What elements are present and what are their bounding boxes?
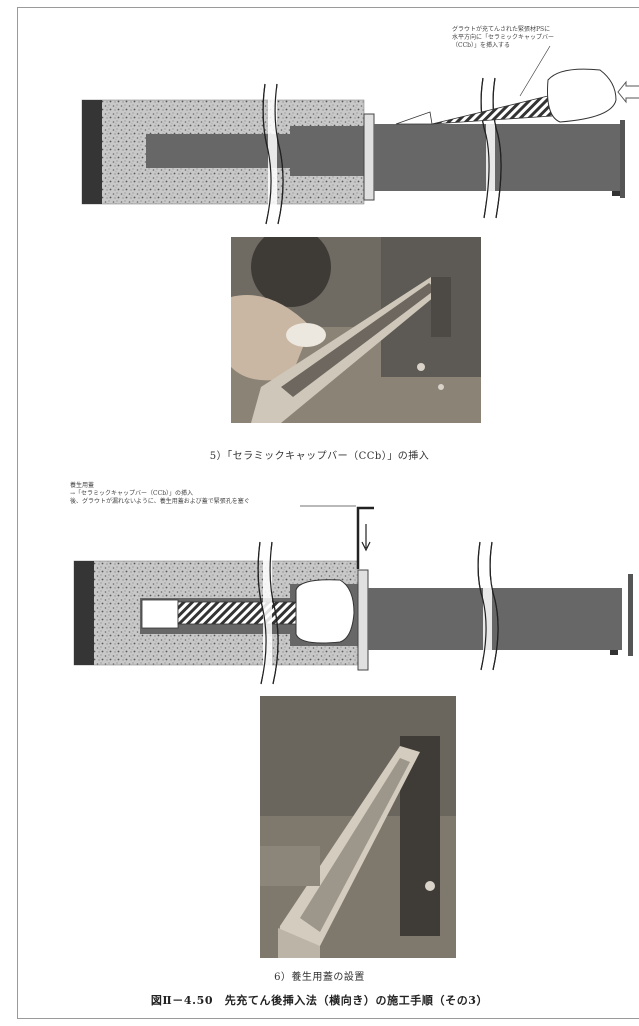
step5-caption: 5）「セラミックキャップバー（CCb）」の挿入 [209, 451, 430, 462]
anchor-end-plate [82, 100, 102, 204]
anchor-end-plate [74, 561, 94, 665]
bearing-plate [363, 113, 375, 201]
ccb-bar-hatched [177, 601, 301, 625]
ccb-cap-head [547, 68, 617, 123]
sheath-cavity [146, 134, 291, 168]
steel-beam [368, 588, 622, 650]
curing-cover [356, 506, 374, 569]
figure-title: 図Ⅱ－4.50 先充てん後挿入法（横向き）の施工手順（その3） [150, 994, 489, 1007]
ccb-cap-head [295, 579, 355, 644]
insertion-arrow [617, 80, 639, 104]
leader-line [519, 45, 551, 97]
step5-note: グラウトが充てんされた緊張材PSに 水平方向に「セラミックキャップバー （CCb… [452, 26, 555, 49]
photo-step6 [260, 696, 456, 958]
page-frame [17, 7, 639, 1019]
step6-caption: 6）養生用蓋の設置 [274, 972, 365, 983]
diagram-step5-insertion [81, 45, 639, 225]
beam-flange [620, 120, 625, 198]
cover-arrow [361, 524, 371, 552]
photo-step5 [231, 237, 481, 423]
photo-step6-image [260, 696, 456, 958]
ccb-bar-hatched [431, 95, 553, 125]
bearing-plate [357, 569, 369, 671]
step6-note: 養生用蓋 →「セラミックキャップバー（CCb）」の挿入 後、グラウトが漏れないよ… [70, 482, 250, 505]
diagram-step6-cover [73, 505, 633, 685]
spacer-block [141, 599, 179, 629]
sheath-cavity-wide [290, 126, 364, 176]
ccb-bar [395, 111, 433, 125]
photo-step5-image [231, 237, 481, 423]
beam-flange [628, 574, 633, 656]
